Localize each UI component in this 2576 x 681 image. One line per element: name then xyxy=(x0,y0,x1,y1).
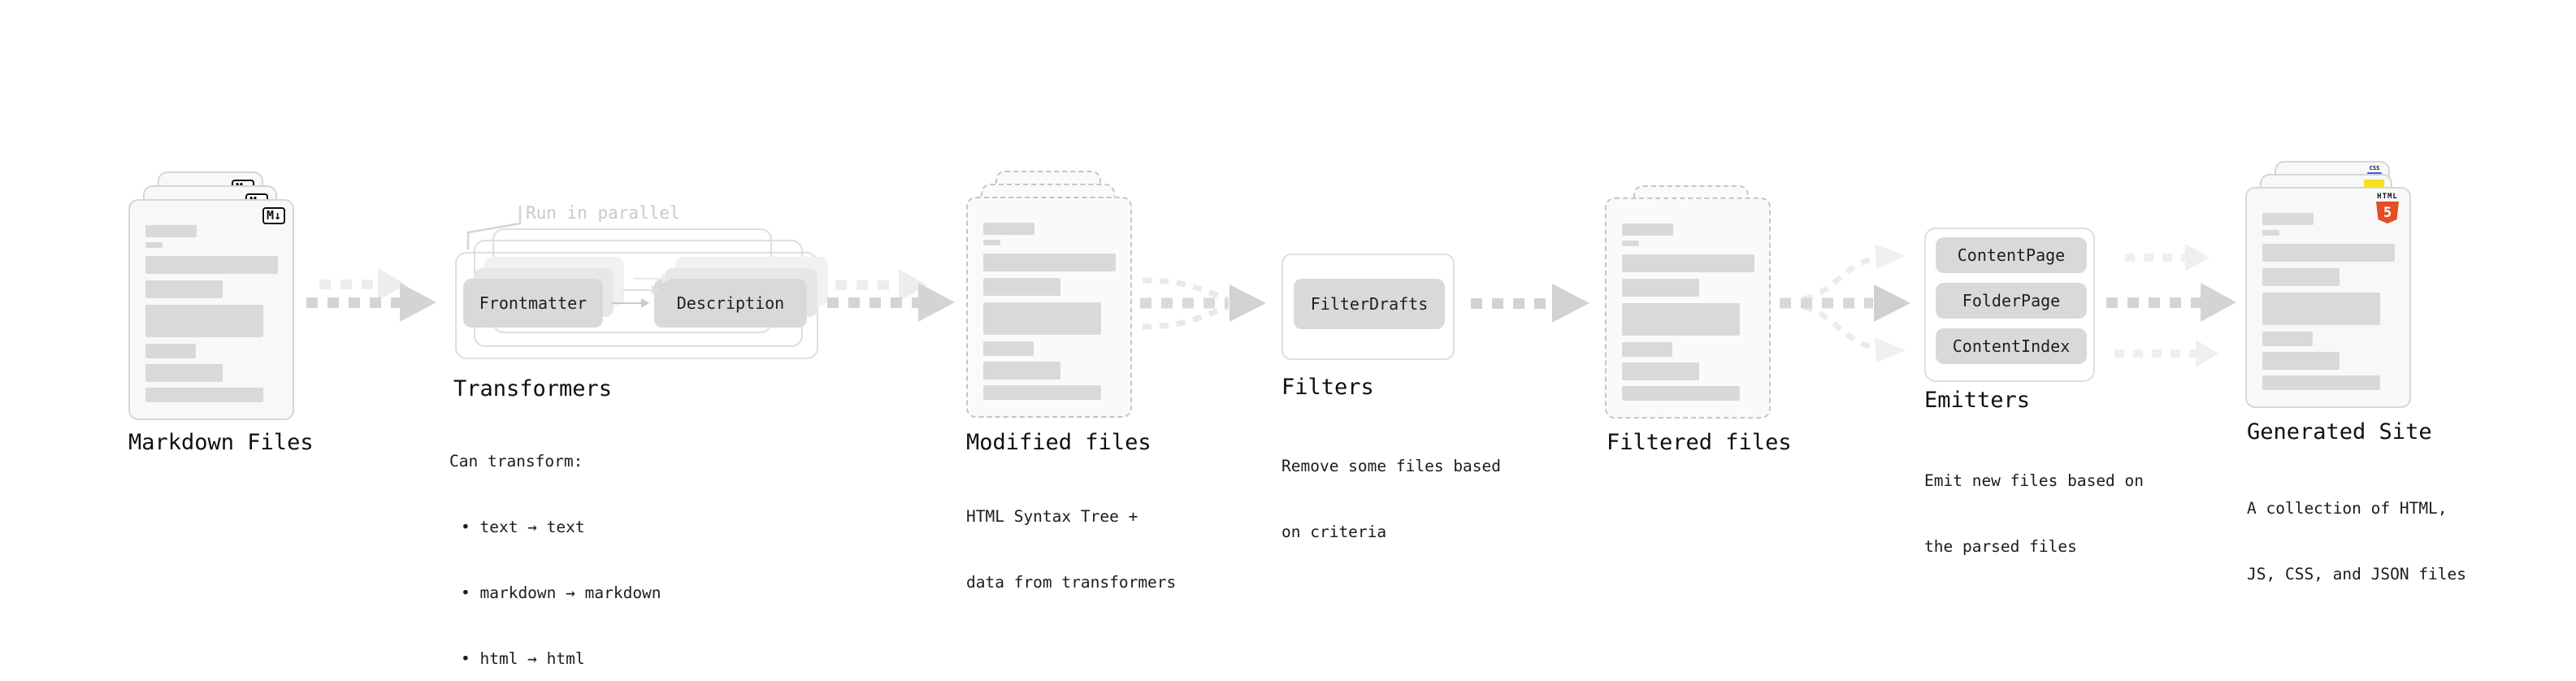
arrow-markdown-to-transformers-ghost xyxy=(319,268,406,301)
placeholder-bar xyxy=(1622,342,1672,357)
markdown-file-card: M↓ xyxy=(128,199,294,420)
filterdrafts-pill: FilterDrafts xyxy=(1294,279,1445,329)
transformers-description: Can transform: • text → text • markdown … xyxy=(449,406,661,681)
css-badge: CSS xyxy=(2367,166,2382,175)
filters-description: Remove some files based on criteria xyxy=(1281,411,1501,587)
arrow-emitters-to-site-bottom xyxy=(2114,340,2218,367)
mini-arrow xyxy=(622,285,660,295)
filters-title: Filters xyxy=(1281,375,1374,400)
placeholder-bar xyxy=(145,344,196,358)
run-in-parallel-leader-line xyxy=(466,206,522,249)
placeholder-bar xyxy=(2262,213,2314,225)
emitters-description: Emit new files based on the parsed files xyxy=(1924,426,2144,601)
html5-icon-label: HTML xyxy=(2377,193,2398,201)
placeholder-bar xyxy=(145,388,263,402)
placeholder-bar xyxy=(1622,223,1673,236)
placeholder-bar xyxy=(2262,230,2279,236)
placeholder-bar xyxy=(983,362,1060,380)
html5-icon: HTML 5 xyxy=(2374,193,2401,223)
desc-line: HTML Syntax Tree + xyxy=(966,507,1138,526)
placeholder-bar xyxy=(1622,386,1740,401)
placeholder-bar xyxy=(145,225,197,237)
modified-files-description: HTML Syntax Tree + data from transformer… xyxy=(966,462,1176,637)
modified-file-card xyxy=(966,197,1132,418)
desc-line: JS, CSS, and JSON files xyxy=(2247,565,2467,583)
placeholder-bar xyxy=(983,223,1034,235)
placeholder-bar xyxy=(2262,332,2313,346)
desc-line: Emit new files based on xyxy=(1924,471,2144,490)
arrow-transformers-to-modified xyxy=(827,283,955,322)
emitters-box xyxy=(1924,228,2095,382)
arrow-emitters-to-site-top xyxy=(2125,244,2210,271)
placeholder-bar xyxy=(1622,303,1740,336)
bullet-line: • markdown → markdown xyxy=(461,583,661,602)
placeholder-bar xyxy=(983,278,1060,296)
transformers-box-front xyxy=(455,252,818,359)
arrow-emitters-to-site-middle xyxy=(2106,283,2236,322)
placeholder-bar xyxy=(145,256,278,274)
markdown-icon: M↓ xyxy=(262,207,285,224)
frontmatter-transformer-pill: Frontmatter xyxy=(463,279,603,327)
html5-number: 5 xyxy=(2383,204,2392,221)
desc-line: Remove some files based xyxy=(1281,457,1502,475)
fan-diverge-arrow xyxy=(1780,244,1910,362)
bullet-line: • text → text xyxy=(461,518,585,536)
placeholder-bar xyxy=(1622,279,1699,297)
folderpage-emitter-pill: FolderPage xyxy=(1936,283,2087,319)
filters-box xyxy=(1281,254,1455,360)
filtered-file-card xyxy=(1605,197,1771,419)
bullet-line: • html → html xyxy=(461,649,585,668)
placeholder-bar xyxy=(145,364,223,382)
desc-line: A collection of HTML, xyxy=(2247,499,2448,518)
placeholder-bar xyxy=(1622,362,1699,380)
generated-site-title: Generated Site xyxy=(2247,419,2432,445)
css-badge-label: CSS xyxy=(2369,165,2380,171)
description-transformer-pill: Description xyxy=(654,279,807,327)
placeholder-bar xyxy=(983,385,1101,400)
run-in-parallel-label: Run in parallel xyxy=(526,203,680,223)
markdown-files-title: Markdown Files xyxy=(128,430,314,455)
desc-line: Can transform: xyxy=(449,452,583,471)
desc-line: data from transformers xyxy=(966,573,1177,592)
placeholder-bar xyxy=(983,240,1000,245)
contentpage-emitter-pill: ContentPage xyxy=(1936,237,2087,273)
placeholder-bar xyxy=(2262,244,2395,262)
placeholder-bar xyxy=(145,242,163,248)
placeholder-bar xyxy=(1622,241,1639,246)
generated-site-description: A collection of HTML, JS, CSS, and JSON … xyxy=(2247,453,2466,629)
css-badge-bar xyxy=(2367,172,2382,175)
arrow-filters-to-filtered xyxy=(1471,284,1589,323)
placeholder-bar xyxy=(2262,268,2340,286)
desc-line: on criteria xyxy=(1281,523,1387,541)
placeholder-bar xyxy=(983,302,1101,335)
mini-arrow xyxy=(612,298,649,308)
site-file-card: HTML 5 xyxy=(2245,187,2411,408)
placeholder-bar xyxy=(1622,254,1754,272)
contentindex-emitter-pill: ContentIndex xyxy=(1936,328,2087,364)
mini-arrow xyxy=(633,274,670,284)
desc-line: the parsed files xyxy=(1924,537,2077,556)
placeholder-bar xyxy=(145,305,263,337)
modified-files-title: Modified files xyxy=(966,430,1151,455)
html5-shield: 5 xyxy=(2376,202,2399,223)
placeholder-bar xyxy=(983,341,1034,356)
filtered-files-title: Filtered files xyxy=(1607,430,1792,455)
transformers-title: Transformers xyxy=(453,376,613,401)
placeholder-bar xyxy=(983,254,1116,271)
fan-converge-arrow xyxy=(1140,277,1266,330)
placeholder-bar xyxy=(2262,375,2380,390)
emitters-title: Emitters xyxy=(1924,388,2031,413)
placeholder-bar xyxy=(145,280,223,298)
arrow-markdown-to-transformers xyxy=(306,283,436,322)
placeholder-bar xyxy=(2262,293,2380,325)
placeholder-bar xyxy=(2262,352,2340,370)
